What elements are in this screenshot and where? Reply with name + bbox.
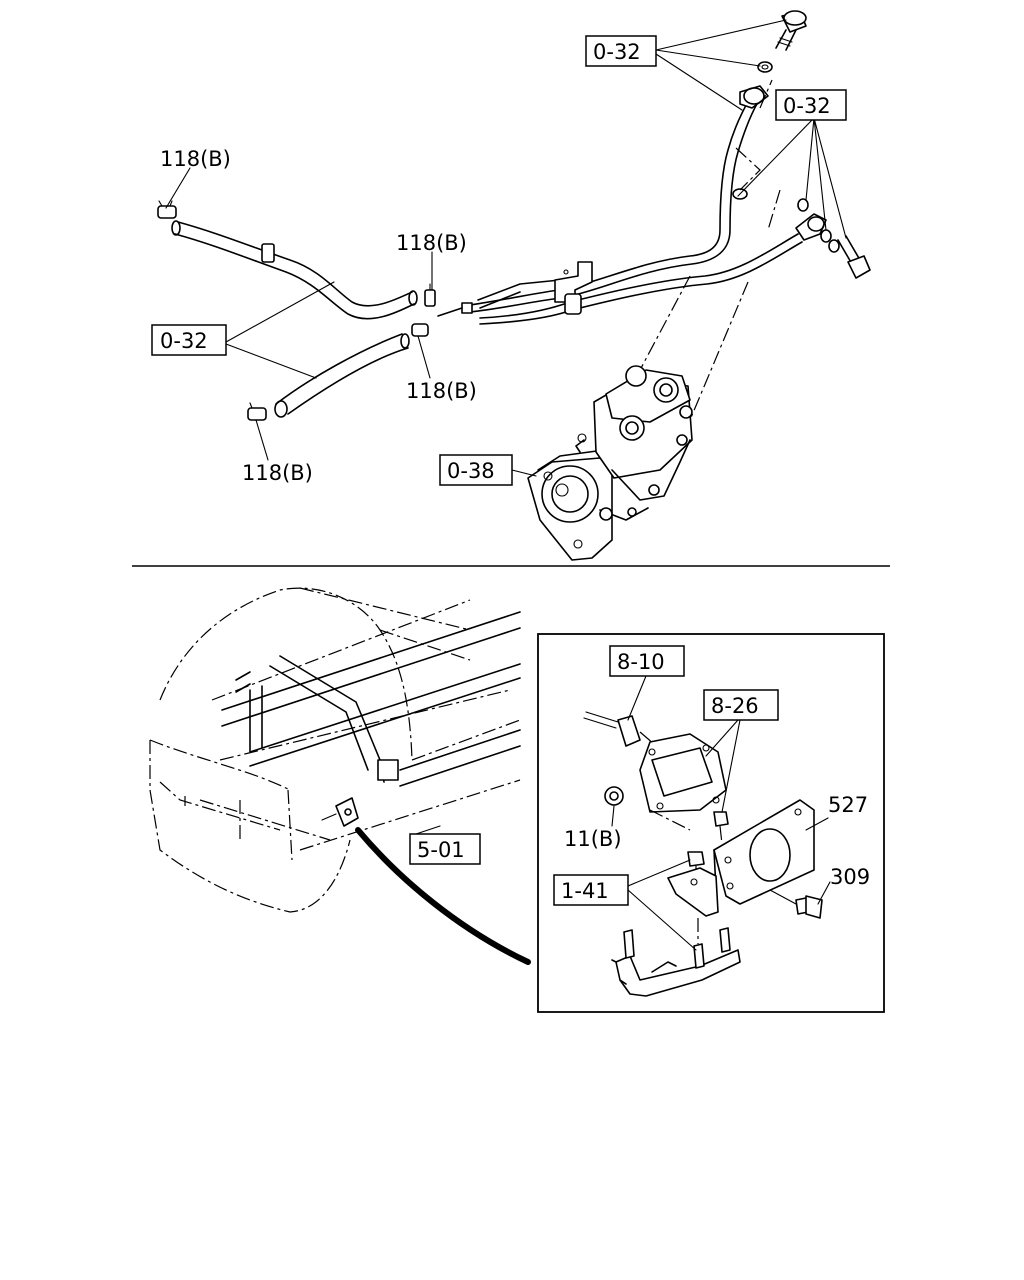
lower-hose: [274, 333, 410, 418]
ref-0-32-top-label: 0-32: [593, 40, 641, 64]
ref-5-01-label: 5-01: [417, 838, 465, 862]
label-118b-top: 118(B): [160, 147, 231, 171]
label-118b-right: 118(B): [406, 379, 477, 403]
steel-pipes: [437, 85, 827, 325]
label-118b-mid: 118(B): [396, 231, 467, 255]
ref-box-0-38: 0-38: [439, 454, 513, 486]
banjo-bolt-top: [757, 10, 807, 73]
cab-frame: [221, 611, 521, 827]
ref-8-26-label: 8-26: [711, 694, 759, 718]
label-527: 527: [828, 793, 868, 817]
ref-0-38-label: 0-38: [447, 459, 495, 483]
label-118b-bottom: 118(B): [242, 461, 313, 485]
upper-hose: [171, 220, 418, 320]
leaders-lower: [409, 675, 831, 951]
ref-1-41-label: 1-41: [561, 879, 609, 903]
label-309: 309: [830, 865, 870, 889]
air-compressor: [527, 365, 693, 561]
clamp-top-left: [157, 200, 177, 219]
clamp-bottom: [247, 402, 267, 421]
harness-cable: [355, 827, 531, 965]
ref-0-32-right-label: 0-32: [783, 94, 831, 118]
ref-8-10-label: 8-10: [617, 650, 665, 674]
ref-box-8-26: 8-26: [703, 689, 779, 721]
clamp-right: [411, 323, 429, 337]
label-11b: 11(B): [564, 827, 622, 851]
clamp-mid: [424, 283, 436, 307]
ref-box-0-32-left: 0-32: [151, 324, 227, 356]
ref-box-8-10: 8-10: [609, 645, 685, 677]
lower-assembly: 8-10 8-26 1-41 5-01 11(B) 527 309: [149, 587, 885, 1013]
leaders-upper: [165, 19, 847, 477]
ref-box-1-41: 1-41: [553, 874, 629, 906]
vehicle-cab-outline: [149, 587, 521, 913]
ref-box-0-32-right: 0-32: [775, 89, 847, 121]
ref-box-5-01: 5-01: [409, 833, 481, 865]
ref-box-0-32-top: 0-32: [585, 35, 657, 67]
upper-assembly: 118(B) 118(B) 118(B) 118(B) 0-32 0-32 0-…: [151, 10, 871, 561]
ref-0-32-left-label: 0-32: [160, 329, 208, 353]
